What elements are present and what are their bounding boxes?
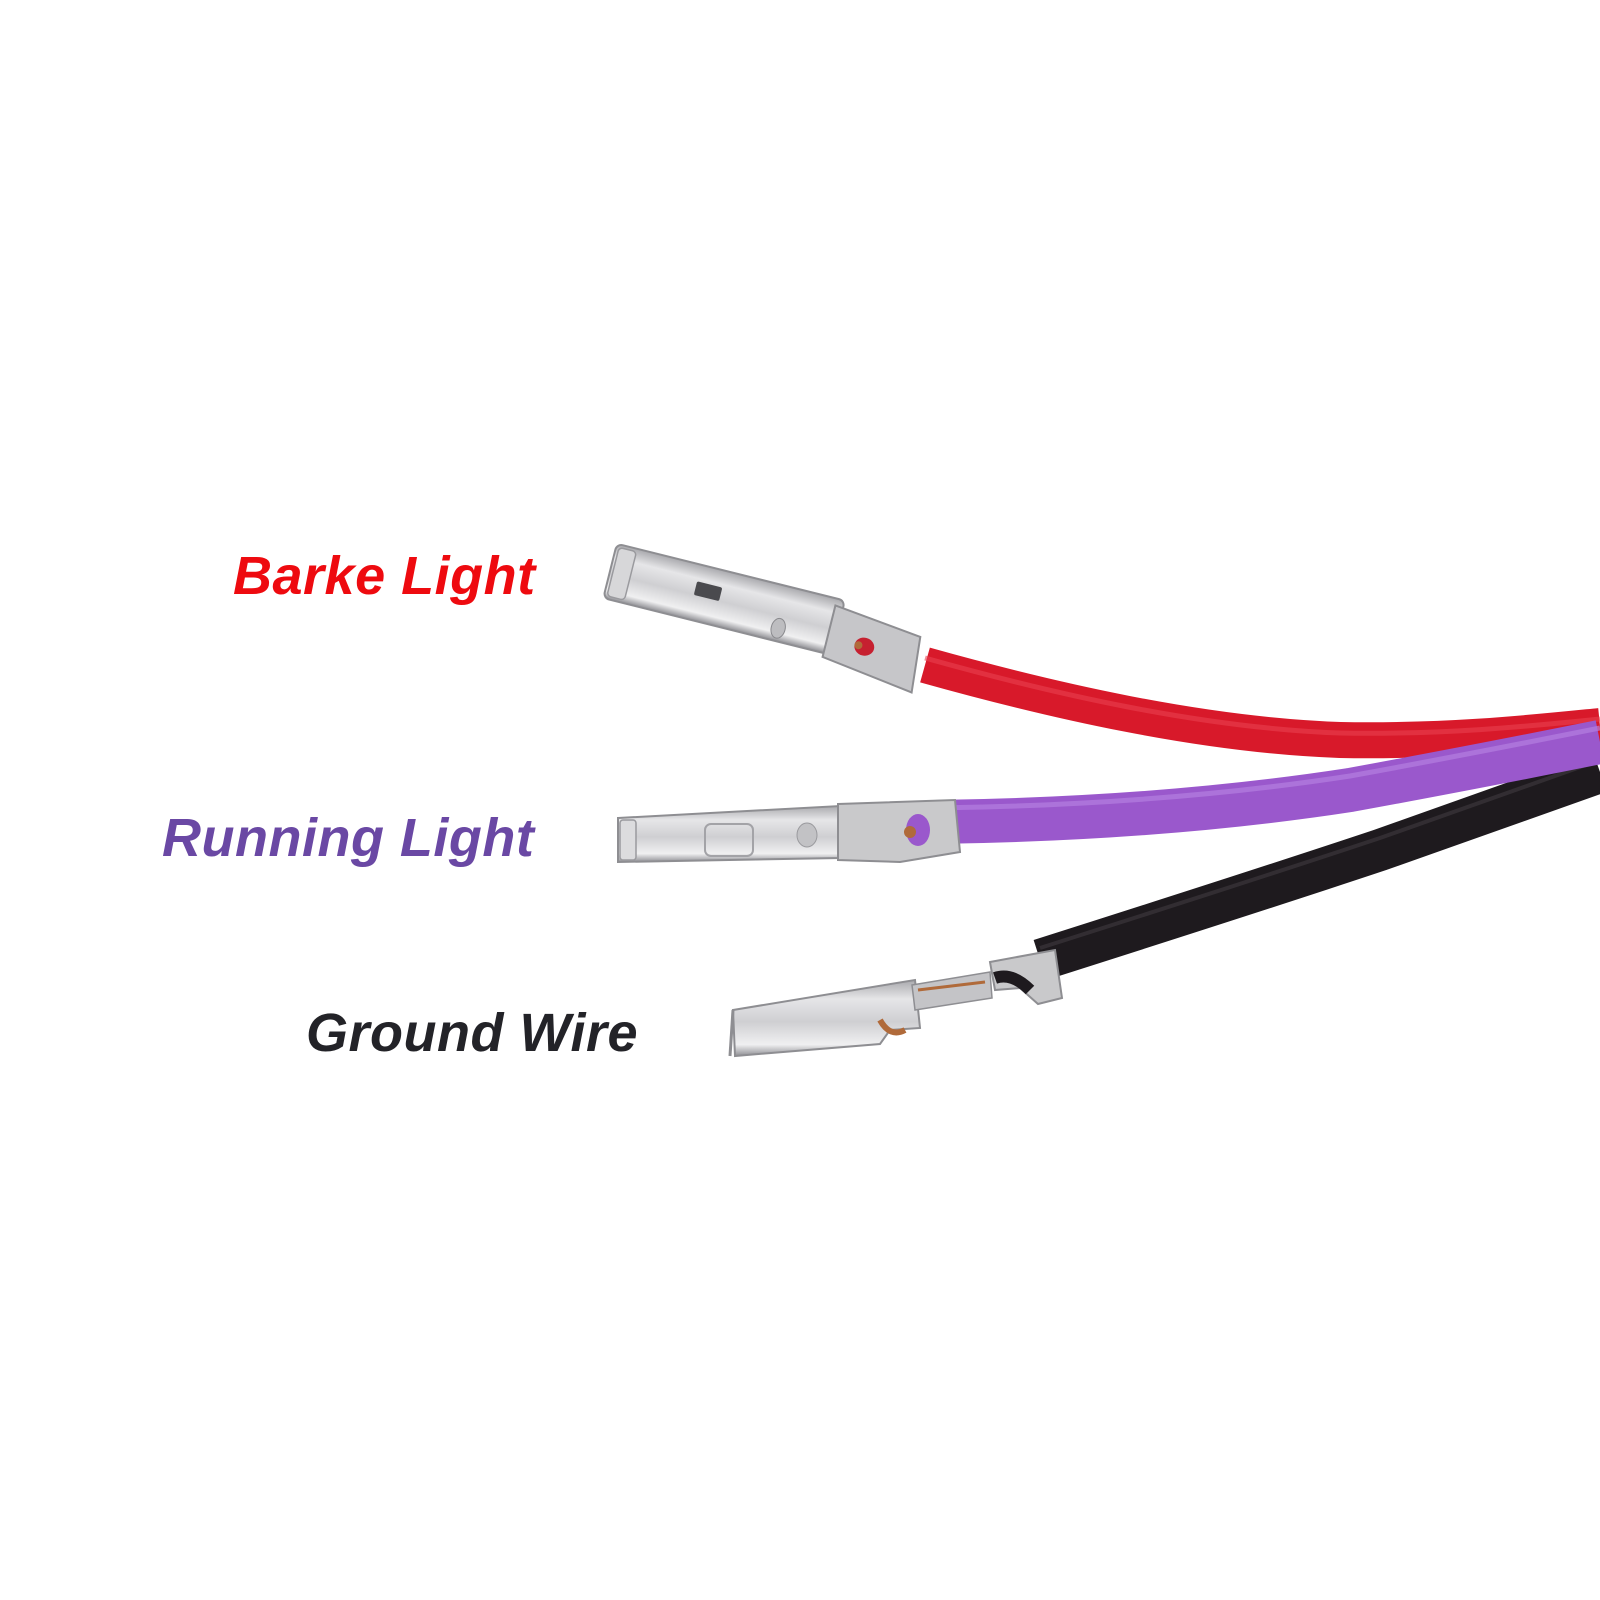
black-wire (1033, 752, 1600, 981)
ground-wire-label: Ground Wire (306, 1003, 639, 1063)
brake-light-label: Barke Light (233, 546, 536, 606)
red-wire (920, 647, 1600, 759)
purple-wire (934, 720, 1600, 844)
running-light-label: Running Light (162, 808, 535, 868)
brake-light-terminal (603, 544, 922, 694)
ground-wire-terminal (728, 948, 1064, 1058)
running-light-terminal (617, 798, 962, 864)
